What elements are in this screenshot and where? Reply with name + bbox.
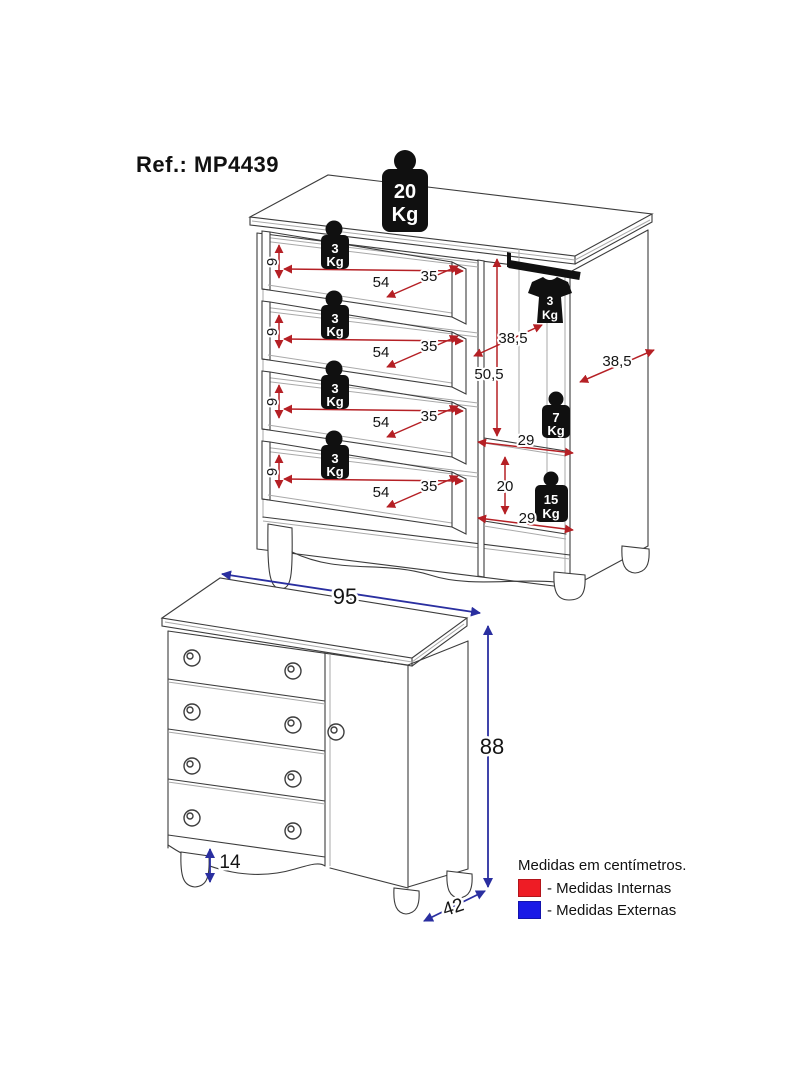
- arrow-drawer-depth: [386, 265, 459, 298]
- weight-unit: Kg: [326, 394, 343, 409]
- knob-icon: [284, 822, 302, 840]
- arrow-width: [221, 570, 481, 617]
- dim-drawer-height: 9: [264, 468, 281, 476]
- legend-swatch-external-icon: [518, 901, 541, 919]
- weight-unit: Kg: [392, 204, 419, 226]
- weight-3kg-icon: 3 Kg: [321, 360, 349, 409]
- knob-icon: [284, 716, 302, 734]
- drawer-opening-rails: [262, 236, 479, 478]
- weight-value: 3: [547, 294, 554, 308]
- knob-icon: [183, 757, 201, 775]
- drawer-exploded: 9 54 35 3 Kg: [261, 430, 467, 535]
- weight-unit: Kg: [542, 308, 558, 322]
- knob-icon: [284, 662, 302, 680]
- arrow-shelf-width: [477, 438, 574, 457]
- drawer-exploded: 9 54 35 3 Kg: [261, 220, 467, 325]
- dim-height: 88: [480, 734, 504, 759]
- weight-unit: Kg: [326, 464, 343, 479]
- dim-side-depth: 38,5: [602, 353, 631, 370]
- dim-drawer-width: 54: [373, 274, 390, 291]
- dim-drawer-depth: 35: [421, 268, 438, 285]
- weight-value: 20: [394, 181, 416, 203]
- legend: Medidas em centímetros. - Medidas Intern…: [518, 857, 768, 923]
- knob-icon: [183, 809, 201, 827]
- dim-drawer-height: 9: [264, 398, 281, 406]
- right-compartment: 3 Kg 50,5 38,5 7 Kg 29 20: [472, 252, 581, 540]
- legend-item: - Medidas Externas: [518, 901, 768, 919]
- weight-unit: Kg: [326, 254, 343, 269]
- cabinet-top-board: [160, 577, 469, 667]
- arrow-side-depth: [579, 349, 655, 383]
- drawer-knobs: [183, 649, 345, 840]
- dim-inner-height: 50,5: [474, 366, 503, 383]
- hanging-rod-icon: [507, 252, 581, 280]
- weight-unit: Kg: [547, 423, 564, 438]
- drawer-exploded: 9 54 35 3 Kg: [261, 290, 467, 395]
- dim-width: 95: [333, 584, 357, 609]
- dim-base-width: 29: [519, 510, 536, 527]
- assembled-view-diagram: 95 88 14 42: [160, 570, 507, 924]
- dim-depth: 42: [440, 895, 467, 922]
- legend-item: - Medidas Internas: [518, 879, 768, 897]
- dim-drawer-width: 54: [373, 414, 390, 431]
- arrow-hang-depth: [473, 324, 543, 357]
- legend-swatch-internal-icon: [518, 879, 541, 897]
- cabinet-legs: [267, 523, 650, 601]
- dim-hang-depth: 38,5: [498, 330, 527, 347]
- weight-value: 3: [331, 311, 338, 326]
- dim-drawer-depth: 35: [421, 478, 438, 495]
- dim-drawer-height: 9: [264, 258, 281, 266]
- cabinet-carcass-outline: [167, 630, 469, 888]
- product-reference-label: Ref.: MP4439: [136, 152, 279, 177]
- weight-7kg-icon: 7 Kg: [542, 391, 570, 438]
- weight-unit: Kg: [326, 324, 343, 339]
- legend-title: Medidas em centímetros.: [518, 857, 687, 874]
- dim-drawer-width: 54: [373, 344, 390, 361]
- arrow-depth: [423, 890, 486, 922]
- weight-20kg-icon: 20 Kg: [382, 150, 428, 232]
- arrow-drawer-depth: [386, 405, 459, 438]
- weight-3kg-icon: 3 Kg: [321, 220, 349, 269]
- exploded-view-diagram: 9 54 35 3 Kg 9: [248, 150, 655, 601]
- drawer-exploded: 9 54 35 3 Kg: [261, 360, 467, 465]
- weight-value: 3: [331, 381, 338, 396]
- weight-3kg-icon: 3 Kg: [321, 290, 349, 339]
- knob-icon: [183, 703, 201, 721]
- arrow-base-width: [477, 514, 574, 534]
- knob-icon: [183, 649, 201, 667]
- dim-drawer-depth: 35: [421, 408, 438, 425]
- arrow-drawer-depth: [386, 335, 459, 368]
- weight-value: 3: [331, 451, 338, 466]
- shirt-icon: 3 Kg: [528, 277, 572, 323]
- drawer-fronts: [167, 678, 326, 858]
- dim-foot-height: 14: [219, 852, 241, 873]
- weight-15kg-icon: 15 Kg: [535, 471, 568, 522]
- dim-shelf-width: 29: [518, 432, 535, 449]
- dim-base-height: 20: [497, 478, 514, 495]
- knob-icon: [284, 770, 302, 788]
- knob-icon: [327, 723, 345, 741]
- legend-item-label: - Medidas Internas: [547, 879, 672, 897]
- cabinet-legs: [167, 844, 473, 915]
- arrow-drawer-depth: [386, 475, 459, 508]
- dim-drawer-depth: 35: [421, 338, 438, 355]
- cabinet-top-board: [248, 174, 654, 265]
- dim-drawer-height: 9: [264, 328, 281, 336]
- weight-value: 3: [331, 241, 338, 256]
- weight-unit: Kg: [542, 506, 559, 521]
- weight-3kg-icon: 3 Kg: [321, 430, 349, 479]
- legend-item-label: - Medidas Externas: [547, 901, 677, 919]
- dim-drawer-width: 54: [373, 484, 390, 501]
- weight-value: 7: [552, 410, 559, 425]
- weight-value: 15: [544, 492, 558, 507]
